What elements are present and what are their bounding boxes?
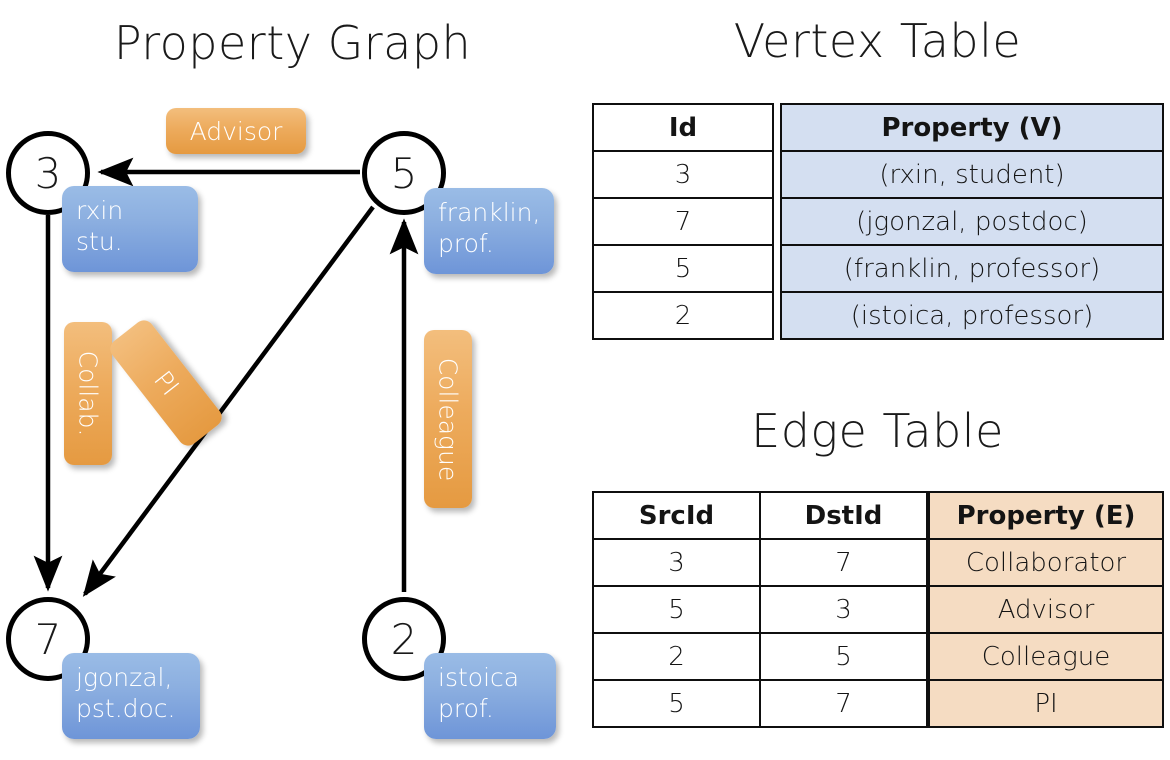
vertex-property-box-2[interactable]: istoica prof. [424, 653, 556, 739]
table-row: 7 [592, 197, 774, 246]
table-row: 2 5 [592, 632, 928, 681]
edge-table-cell-property: Collaborator [928, 538, 1164, 587]
table-header-row: SrcId DstId [592, 491, 928, 540]
vertex-table-header-id: Id [592, 103, 774, 152]
table-row: Advisor [928, 585, 1164, 634]
table-row: 3 7 [592, 538, 928, 587]
table-header-row: Property (E) [928, 491, 1164, 540]
edge-table-cell-dstid: 7 [759, 679, 928, 728]
vertex-property-box-3[interactable]: rxin stu. [62, 186, 198, 272]
table-row: Collaborator [928, 538, 1164, 587]
table-row: (rxin, student) [780, 150, 1164, 199]
table-row: 5 3 [592, 585, 928, 634]
vertex-table-property-column: Property (V) (rxin, student) (jgonzal, p… [780, 103, 1164, 340]
graph-node-2-label: 2 [390, 614, 418, 664]
table-header-row: Id [592, 103, 774, 152]
vertex-table-cell-property: (rxin, student) [780, 150, 1164, 199]
table-row: (jgonzal, postdoc) [780, 197, 1164, 246]
vertex-table-cell-id: 2 [592, 291, 774, 340]
table-row: 5 7 [592, 679, 928, 728]
page-title-edge-table: Edge Table [751, 404, 1004, 458]
table-row: 5 [592, 244, 774, 293]
vertex-property-7-line1: jgonzal, [76, 663, 173, 692]
vertex-table-cell-id: 3 [592, 150, 774, 199]
table-row: 3 [592, 150, 774, 199]
vertex-property-7-line2: pst.doc. [76, 693, 176, 723]
page-title-property-graph: Property Graph [113, 16, 472, 70]
graph-node-5[interactable]: 5 [362, 131, 446, 215]
vertex-property-2-line2: prof. [438, 693, 494, 723]
table-row: (istoica, professor) [780, 291, 1164, 340]
edge-table-cell-srcid: 5 [592, 585, 761, 634]
edge-label-colleague[interactable]: Colleague [424, 330, 472, 508]
edge-label-colleague-text: Colleague [433, 357, 463, 481]
edge-table-cell-dstid: 5 [759, 632, 928, 681]
graph-node-7-label: 7 [34, 614, 62, 664]
vertex-table-cell-id: 5 [592, 244, 774, 293]
table-row: Colleague [928, 632, 1164, 681]
table-row: 2 [592, 291, 774, 340]
edge-table-cell-srcid: 5 [592, 679, 761, 728]
page-title-vertex-table: Vertex Table [733, 14, 1022, 68]
vertex-table-cell-property: (jgonzal, postdoc) [780, 197, 1164, 246]
vertex-table-id-column: Id 3 7 5 2 [592, 103, 774, 340]
graph-node-2[interactable]: 2 [362, 597, 446, 681]
edge-table-cell-property: PI [928, 679, 1164, 728]
edge-5-to-7-pi [82, 205, 375, 597]
edge-table-property-column: Property (E) Collaborator Advisor Collea… [928, 491, 1164, 728]
edge-table-header-property: Property (E) [928, 491, 1164, 540]
vertex-table-cell-property: (franklin, professor) [780, 244, 1164, 293]
vertex-property-box-7[interactable]: jgonzal, pst.doc. [62, 653, 200, 739]
vertex-property-5-line1: franklin, [438, 198, 541, 227]
vertex-property-3-line1: rxin [76, 196, 124, 225]
vertex-property-3-line2: stu. [76, 226, 123, 256]
edge-label-collab-text: Collab. [73, 350, 103, 437]
edge-label-pi-text: PI [147, 365, 185, 401]
edge-label-advisor-text: Advisor [189, 116, 283, 146]
table-row: PI [928, 679, 1164, 728]
vertex-table-cell-id: 7 [592, 197, 774, 246]
edge-table-cell-dstid: 3 [759, 585, 928, 634]
vertex-table-header-property: Property (V) [780, 103, 1164, 152]
edge-table-id-columns: SrcId DstId 3 7 5 3 2 5 5 7 [592, 491, 928, 728]
edge-table-header-dstid: DstId [759, 491, 928, 540]
vertex-property-2-line1: istoica [438, 663, 520, 692]
property-graph-diagram: 3 5 7 2 rxin stu. franklin, prof. jgonza… [6, 108, 556, 739]
graph-node-5-label: 5 [390, 148, 418, 198]
edge-table-cell-dstid: 7 [759, 538, 928, 587]
vertex-table-cell-property: (istoica, professor) [780, 291, 1164, 340]
graph-node-3-label: 3 [34, 148, 62, 198]
table-row: (franklin, professor) [780, 244, 1164, 293]
vertex-property-5-line2: prof. [438, 228, 494, 258]
table-header-row: Property (V) [780, 103, 1164, 152]
edge-label-collab[interactable]: Collab. [64, 322, 112, 465]
vertex-property-box-5[interactable]: franklin, prof. [424, 188, 554, 274]
edge-table-cell-property: Colleague [928, 632, 1164, 681]
edge-table-cell-srcid: 2 [592, 632, 761, 681]
edge-label-advisor[interactable]: Advisor [166, 108, 306, 154]
graph-edges-svg [33, 157, 419, 597]
edge-table-cell-srcid: 3 [592, 538, 761, 587]
edge-table-cell-property: Advisor [928, 585, 1164, 634]
edge-table-header-srcid: SrcId [592, 491, 761, 540]
